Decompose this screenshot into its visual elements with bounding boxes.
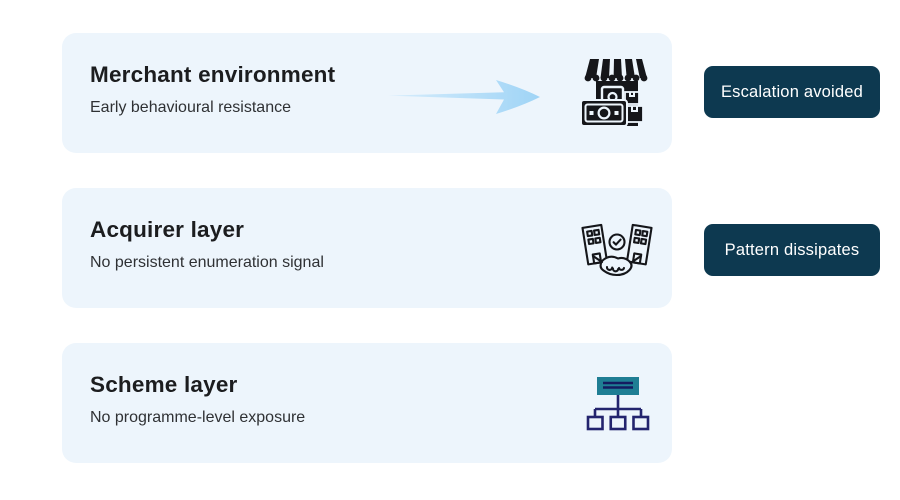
card-text-block: Acquirer layer No persistent enumeration…	[90, 216, 324, 272]
flow-arrow-icon	[388, 80, 540, 114]
storefront-icon	[580, 59, 648, 127]
card-merchant-environment: Merchant environment Early behavioural r…	[62, 33, 672, 153]
card-subtitle: Early behavioural resistance	[90, 99, 291, 116]
card-subtitle: No programme-level exposure	[90, 409, 306, 426]
card-acquirer-layer: Acquirer layer No persistent enumeration…	[62, 188, 672, 308]
badge-label: Escalation avoided	[720, 82, 864, 101]
status-badge-pattern: Pattern dissipates	[704, 224, 880, 276]
card-title: Merchant environment	[90, 62, 336, 87]
card-text-block: Merchant environment Early behavioural r…	[90, 61, 335, 117]
badge-label: Pattern dissipates	[724, 240, 860, 259]
card-title: Scheme layer	[90, 372, 238, 397]
card-title: Acquirer layer	[90, 217, 245, 242]
org-hierarchy-icon	[586, 377, 650, 431]
card-text-block: Scheme layer No programme-level exposure	[90, 371, 305, 427]
card-subtitle: No persistent enumeration signal	[90, 254, 324, 271]
buildings-handshake-icon	[581, 223, 653, 277]
status-badge-escalation: Escalation avoided	[704, 66, 880, 118]
card-scheme-layer: Scheme layer No programme-level exposure	[62, 343, 672, 463]
